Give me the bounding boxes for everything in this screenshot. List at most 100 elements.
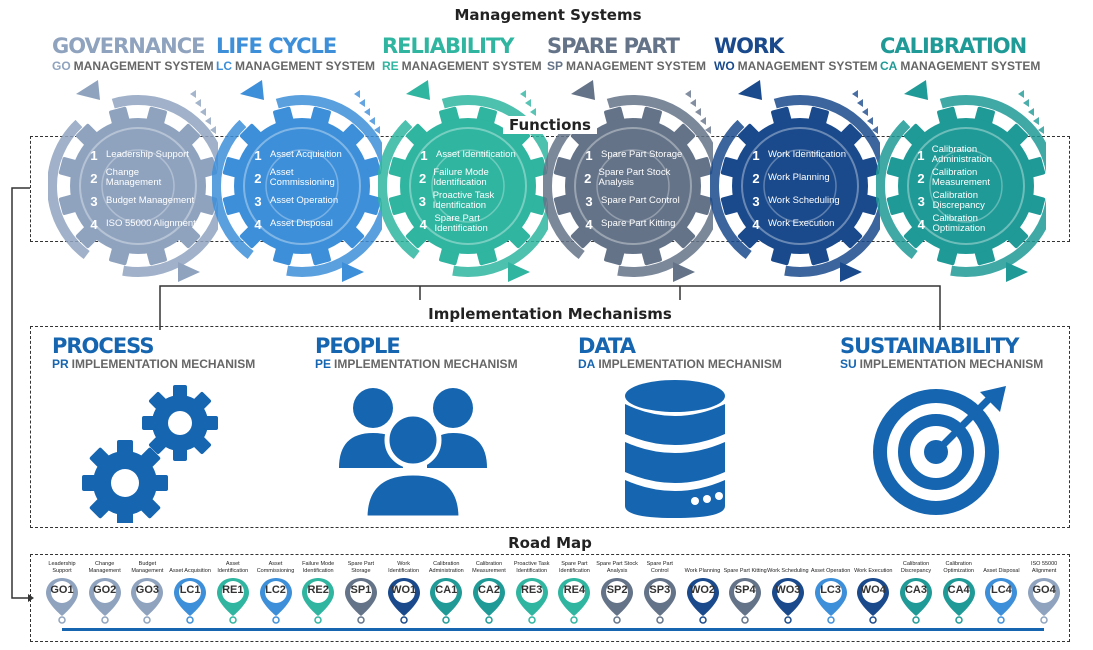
mechanisms-box xyxy=(30,326,1070,528)
function-label: Change Management xyxy=(105,167,162,188)
function-number: 4 xyxy=(752,216,760,232)
functions-box xyxy=(30,136,1070,242)
roadmap-step-code: WO3 xyxy=(775,584,801,596)
gear-sp-icon xyxy=(543,80,713,282)
roadmap-step-code: LC3 xyxy=(820,584,841,596)
roadmap-pin: LC1 xyxy=(172,576,208,624)
roadmap-pin: CA3 xyxy=(898,576,934,624)
function-number: 2 xyxy=(419,170,427,186)
roadmap-step-label: Work Identification xyxy=(388,561,420,574)
roadmap-pin: GO4 xyxy=(1026,576,1062,624)
function-label: Work Planning xyxy=(768,172,830,183)
map-pin-icon xyxy=(88,578,121,624)
function-number: 1 xyxy=(917,147,925,163)
roadmap-step-code: GO1 xyxy=(50,584,74,596)
system-ca-name: CALIBRATION xyxy=(880,34,1027,58)
mechanism-data-name: DATA xyxy=(578,334,636,358)
gear-wo-icon xyxy=(710,80,880,282)
map-pin-icon xyxy=(46,578,78,624)
roadmap-step-label: Asset Identification xyxy=(217,561,249,574)
roadmap-step-label: Asset Disposal xyxy=(983,567,1020,574)
roadmap-step-label: Budget Management xyxy=(131,561,164,574)
roadmap-step-label: Spare Part Stock Analysis xyxy=(596,561,638,574)
function-number: 1 xyxy=(420,147,428,163)
database-icon xyxy=(625,380,725,518)
mechanism-people-name: PEOPLE xyxy=(315,334,401,358)
function-number: 3 xyxy=(254,193,262,209)
roadmap-pin: RE4 xyxy=(556,576,592,624)
function-number: 4 xyxy=(90,216,98,232)
roadmap-step-code: SP4 xyxy=(734,584,756,596)
function-label: Work Scheduling xyxy=(768,195,840,206)
map-pin-icon xyxy=(643,578,676,624)
function-number: 3 xyxy=(90,193,98,209)
map-pin-icon xyxy=(729,578,762,624)
roadmap-step-label: Proactive Task Identification xyxy=(513,561,550,574)
implementation-mechanisms-title: Implementation Mechanisms xyxy=(422,305,678,323)
function-number: 4 xyxy=(419,216,427,232)
system-lc-name: LIFE CYCLE xyxy=(216,34,337,58)
roadmap-pin: LC3 xyxy=(813,576,849,624)
roadmap-pin: GO3 xyxy=(129,576,165,624)
map-pin-icon xyxy=(259,578,292,624)
roadmap-pin: WO4 xyxy=(855,576,891,624)
function-label: Spare Part Kitting xyxy=(601,218,676,229)
map-pin-icon xyxy=(814,578,847,624)
map-pin-icon xyxy=(942,578,975,624)
function-number: 3 xyxy=(917,193,925,209)
map-pin-icon xyxy=(302,578,335,624)
function-number: 4 xyxy=(585,216,593,232)
function-number: 2 xyxy=(917,170,925,186)
map-pin-icon xyxy=(344,578,377,624)
roadmap-pin: WO2 xyxy=(685,576,721,624)
system-re-name: RELIABILITY xyxy=(382,34,515,58)
map-pin-icon xyxy=(985,578,1018,624)
roadmap-step-code: CA2 xyxy=(477,584,500,596)
function-label: ISO 55000 Alignment xyxy=(106,218,196,229)
roadmap-step-code: LC1 xyxy=(179,584,201,596)
roadmap-step-code: SP2 xyxy=(606,584,628,596)
function-label: Spare Part Storage xyxy=(601,149,683,160)
roadmap-pin: GO1 xyxy=(44,576,80,624)
function-number: 3 xyxy=(418,193,426,209)
roadmap-pin: SP1 xyxy=(343,576,379,624)
function-label: Calibration Optimization xyxy=(932,213,986,234)
roadmap-step-code: GO3 xyxy=(135,584,159,596)
roadmap-step-code: SP3 xyxy=(649,584,671,596)
roadmap-pin: CA4 xyxy=(941,576,977,624)
roadmap-step-code: RE4 xyxy=(563,584,586,596)
map-pin-icon xyxy=(216,578,249,624)
roadmap-step-code: CA1 xyxy=(435,584,458,596)
map-pin-icon xyxy=(686,578,719,624)
people-icon xyxy=(339,388,487,521)
